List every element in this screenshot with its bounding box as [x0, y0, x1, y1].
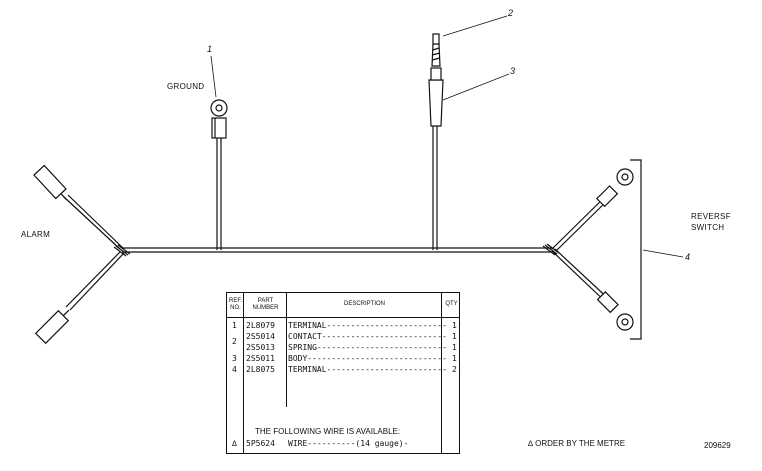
row-qty: 1 [452, 343, 457, 352]
callout-3-leader [442, 73, 510, 101]
reverse-switch-label-line2: SWITCH [691, 223, 725, 232]
row-qty: 1 [452, 354, 457, 363]
col-divider [243, 293, 244, 453]
header-part-line1: PART [257, 298, 274, 304]
callout-4: 4 [685, 252, 691, 262]
header-part-number: PART NUMBER [244, 293, 287, 317]
row-ref: 3 [232, 354, 237, 363]
alarm-lower-wire [69, 252, 125, 311]
header-ref-line2: NO. [230, 305, 241, 311]
row-qty: 2 [452, 365, 457, 374]
order-note: ∆ ORDER BY THE METRE [528, 439, 626, 448]
callout-1: 1 [207, 44, 213, 54]
header-description: DESCRIPTION [343, 301, 385, 307]
alarm-connector-upper [33, 164, 67, 200]
alarm-label: ALARM [21, 230, 51, 239]
row-ref: 4 [232, 365, 237, 374]
connector-body [428, 79, 444, 127]
callout-2-leader [442, 15, 508, 37]
figure-number: 209629 [704, 441, 731, 450]
row-description: WIRE----------(14 gauge)- [288, 439, 409, 448]
reverse-switch-terminal-upper [596, 185, 619, 208]
row-qty: 1 [452, 332, 457, 341]
header-qty: QTY [445, 301, 458, 307]
row-ref: 2 [232, 337, 237, 346]
header-ref-no: REF. NO. [227, 293, 244, 317]
alarm-upper-wire [67, 194, 125, 250]
header-ref-line1: REF. [228, 298, 242, 304]
row-part-number: 2L8079 [246, 321, 275, 330]
row-description: CONTACT-------------------------- [288, 332, 447, 341]
col-divider [441, 293, 442, 453]
left-splice [113, 244, 131, 257]
contact-tip [432, 33, 440, 45]
ground-label: GROUND [167, 82, 205, 91]
row-part-number: 2S5013 [246, 343, 275, 352]
row-part-number: 2S5011 [246, 354, 275, 363]
parts-table: REF. NO. PART NUMBER DESCRIPTION QTY 1 2… [226, 292, 460, 454]
right-splice [542, 243, 560, 256]
ground-ring-terminal [210, 99, 228, 117]
row-ref: 1 [232, 321, 237, 330]
ground-terminal-sleeve [211, 117, 227, 139]
row-description: TERMINAL------------------------- [288, 365, 447, 374]
callout-2: 2 [508, 8, 514, 18]
alarm-connector-lower [34, 309, 70, 345]
wire-heading: THE FOLLOWING WIRE IS AVAILABLE: [255, 427, 401, 436]
connector-collar [430, 67, 442, 81]
row-part-number: 5P5624 [246, 439, 275, 448]
reverse-switch-terminal-lower [596, 291, 619, 314]
alarm-lower-wire [65, 251, 121, 308]
row-description: TERMINAL------------------------- [288, 321, 447, 330]
row-description: BODY----------------------------- [288, 354, 447, 363]
callout-4-leader [642, 249, 684, 258]
col-divider [286, 293, 287, 407]
table-header: REF. NO. PART NUMBER DESCRIPTION QTY [227, 293, 459, 318]
alarm-upper-wire [63, 196, 121, 250]
reverse-ring-upper [616, 168, 634, 186]
row-description: SPRING--------------------------- [288, 343, 447, 352]
row-part-number: 2S5014 [246, 332, 275, 341]
reverse-ring-lower [616, 313, 634, 331]
row-ref: ∆ [232, 439, 237, 448]
callout-3: 3 [510, 66, 516, 76]
reverse-switch-label-line1: REVERSF [691, 212, 731, 221]
callout-1-leader [210, 55, 217, 98]
reverse-switch-bracket [630, 159, 642, 340]
header-part-line2: NUMBER [252, 305, 279, 311]
row-part-number: 2L8075 [246, 365, 275, 374]
row-qty: 1 [452, 321, 457, 330]
